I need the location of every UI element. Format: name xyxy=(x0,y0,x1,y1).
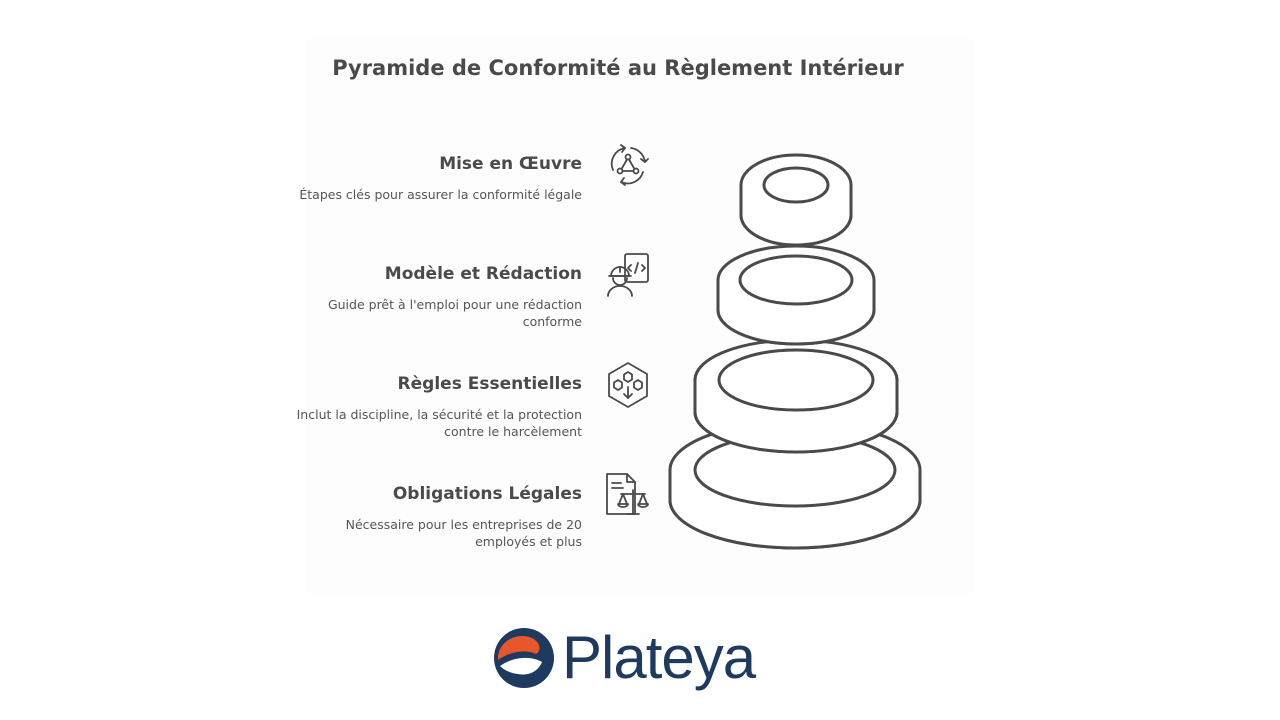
workflow-cycle-icon xyxy=(603,140,653,190)
level-description-mise-en-oeuvre: Étapes clés pour assurer la conformité l… xyxy=(299,187,582,202)
level-description-modele-redaction: Guide prêt à l'emploi pour une rédaction… xyxy=(327,297,582,329)
infographic-title: Pyramide de Conformité au Règlement Inté… xyxy=(332,56,904,80)
ring-mise-en-oeuvre xyxy=(739,153,853,247)
level-description-regles-essentielles: Inclut la discipline, la sécurité et la … xyxy=(296,407,582,439)
level-heading-obligations-legales: Obligations Légales xyxy=(392,484,582,504)
ring-obligations-legales xyxy=(668,420,922,550)
brand-name: Plateya xyxy=(562,624,756,691)
developer-worker-icon xyxy=(603,250,653,300)
level-heading-modele-redaction: Modèle et Rédaction xyxy=(384,264,582,284)
brand-logo: Plateya xyxy=(492,620,782,700)
hexagon-network-icon xyxy=(603,360,653,410)
legal-document-scale-icon xyxy=(603,470,653,520)
plateya-mark-icon xyxy=(494,628,554,688)
level-heading-mise-en-oeuvre: Mise en Œuvre xyxy=(439,154,582,174)
level-heading-regles-essentielles: Règles Essentielles xyxy=(397,374,582,394)
ring-regles-essentielles xyxy=(693,338,899,454)
ring-modele-redaction xyxy=(716,244,876,346)
level-description-obligations-legales: Nécessaire pour les entreprises de 20 em… xyxy=(345,517,582,549)
ring-pyramid xyxy=(668,153,922,550)
